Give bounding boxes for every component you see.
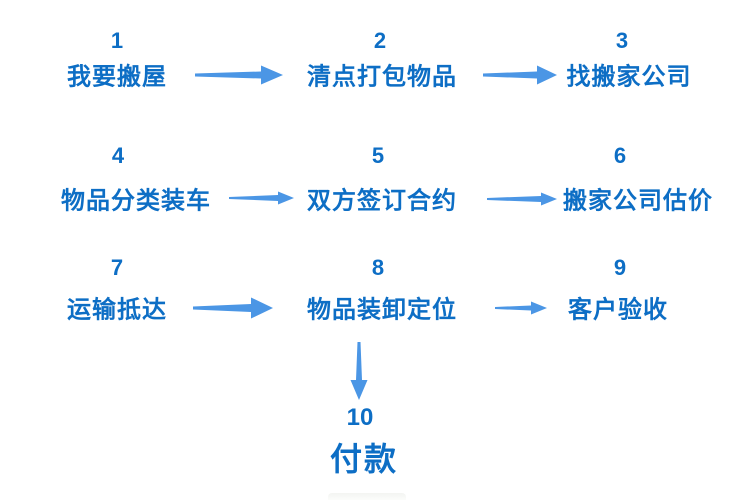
step-2-number: 2 (373, 28, 387, 53)
flow-arrow-8-to-9 (495, 301, 547, 315)
flow-arrow-5-to-6 (487, 192, 557, 206)
step-8-label: 物品装卸定位 (307, 296, 457, 324)
step-6-number: 6 (613, 143, 627, 168)
flow-arrow-8-to-10 (350, 342, 368, 400)
flow-arrow-4-to-5 (229, 191, 294, 205)
step-9-label: 客户验收 (568, 296, 668, 324)
step-4-number: 4 (111, 143, 125, 168)
step-10-label: 付款 (329, 441, 399, 477)
step-6-label: 搬家公司估价 (563, 187, 713, 215)
flow-arrow-2-to-3 (483, 65, 557, 85)
step-5-label: 双方签订合约 (307, 187, 457, 215)
step-10-number: 10 (346, 404, 374, 431)
flow-arrow-7-to-8 (193, 297, 273, 319)
bottom-cutoff-artifact (328, 493, 406, 500)
step-2-label: 清点打包物品 (307, 63, 457, 91)
step-4-label: 物品分类装车 (61, 187, 211, 215)
step-3-number: 3 (615, 28, 629, 53)
step-7-number: 7 (110, 255, 124, 280)
flow-arrow-1-to-2 (195, 65, 283, 85)
step-8-number: 8 (371, 255, 385, 280)
step-5-number: 5 (371, 143, 385, 168)
step-9-number: 9 (613, 255, 627, 280)
step-1-label: 我要搬屋 (67, 63, 167, 91)
step-1-number: 1 (110, 28, 124, 53)
step-7-label: 运输抵达 (67, 296, 167, 324)
step-3-label: 找搬家公司 (566, 63, 692, 91)
